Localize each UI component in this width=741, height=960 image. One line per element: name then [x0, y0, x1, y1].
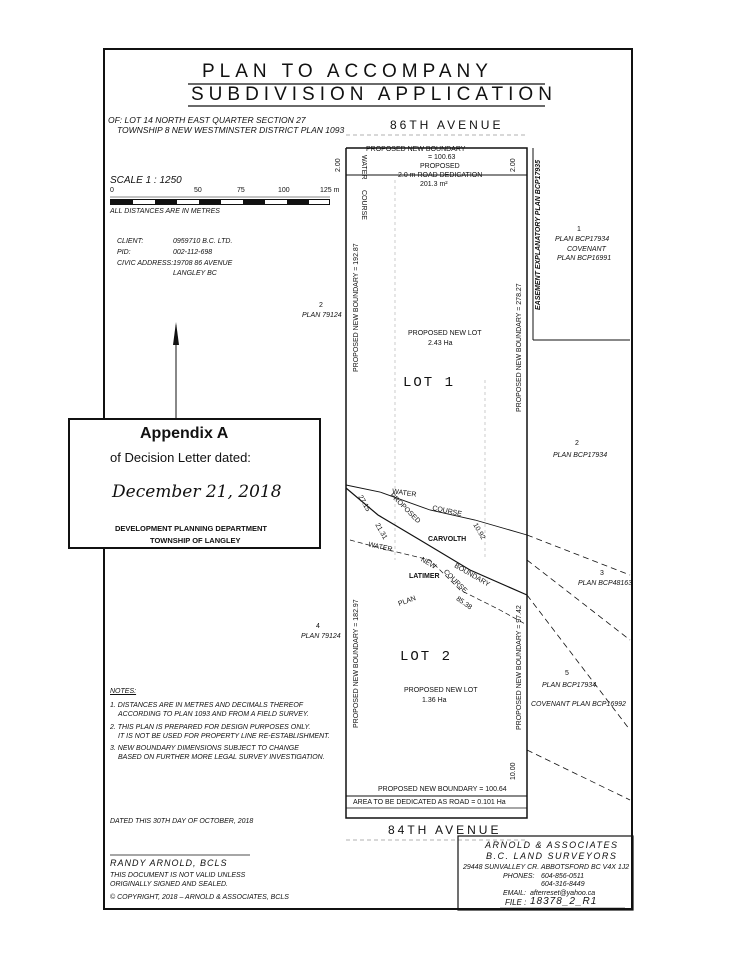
lot-2-label: LOT 2	[400, 649, 453, 665]
legal-line-2: TOWNSHIP 8 NEW WESTMINSTER DISTRICT PLAN…	[117, 125, 345, 135]
scale-tick-125: 125 m	[320, 187, 340, 194]
neighbour-1-plan: PLAN BCP17934	[555, 236, 610, 243]
scale-tick-0: 0	[110, 187, 114, 194]
neighbour-e3-number: 3	[600, 570, 604, 577]
title-line-1: PLAN TO ACCOMPANY	[202, 61, 493, 82]
street-south: 84TH AVENUE	[388, 823, 502, 837]
surveyor-signature-name: RANDY ARNOLD, BCLS	[110, 858, 228, 868]
neighbour-w2-number: 2	[319, 302, 323, 309]
stamp-line: of Decision Letter dated:	[110, 450, 251, 465]
phone-2: 604-316-8449	[541, 881, 585, 888]
client-value: 0959710 B.C. LTD.	[173, 238, 233, 245]
pid-value: 002-112-698	[173, 249, 213, 256]
upper-water-label: WATER	[360, 155, 367, 180]
top-right-dim: 2.00	[510, 158, 517, 172]
bottom-left-dim: 10.00	[510, 762, 517, 780]
lot-1-label: LOT 1	[403, 375, 456, 391]
neighbour-w4-plan: PLAN 79124	[301, 633, 341, 640]
neighbour-w4-number: 4	[316, 623, 320, 630]
neighbour-e5-number: 5	[565, 670, 569, 677]
legal-line-1: OF: LOT 14 NORTH EAST QUARTER SECTION 27	[108, 115, 306, 125]
appendix-stamp: Appendix A of Decision Letter dated: Dec…	[68, 418, 321, 549]
title-line-2: SUBDIVISION APPLICATION	[191, 84, 557, 105]
stamp-township: TOWNSHIP OF LANGLEY	[150, 536, 241, 545]
file-number: 18378_2_R1	[530, 896, 598, 907]
surveyor-firm-name: ARNOLD & ASSOCIATES	[485, 840, 619, 850]
carvolth-label: CARVOLTH	[428, 536, 467, 543]
civic-city: LANGLEY BC	[173, 270, 217, 277]
stamp-department: DEVELOPMENT PLANNING DEPARTMENT	[115, 524, 267, 533]
lot-1-west-boundary: PROPOSED NEW BOUNDARY = 192.87	[353, 243, 360, 372]
stamp-heading: Appendix A	[140, 425, 229, 442]
note-3a: 3. NEW BOUNDARY DIMENSIONS SUBJECT TO CH…	[110, 745, 299, 752]
neighbour-w2-plan: PLAN 79124	[302, 312, 342, 319]
file-label: FILE :	[505, 898, 527, 907]
parcel-outline	[345, 147, 528, 819]
email-label: EMAIL:	[503, 890, 526, 897]
lot-2-west-boundary: PROPOSED NEW BOUNDARY = 182.97	[353, 599, 360, 728]
neighbour-1-number: 1	[577, 226, 581, 233]
scale-tick-100: 100	[278, 187, 290, 194]
street-north: 86TH AVENUE	[390, 118, 504, 132]
note-2a: 2. THIS PLAN IS PREPARED FOR DESIGN PURP…	[110, 724, 311, 731]
scale-tick-50: 50	[194, 187, 202, 194]
lot-2-area: 1.36 Ha	[422, 697, 447, 704]
phone-1: 604-856-0511	[541, 873, 585, 880]
scale-tick-75: 75	[237, 187, 245, 194]
surveyor-firm-subtitle: B.C. LAND SURVEYORS	[486, 851, 618, 861]
neighbour-1-covenant: COVENANT	[567, 246, 606, 253]
lot-1-area: 2.43 Ha	[428, 340, 453, 347]
note-2b: IT IS NOT BE USED FOR PROPERTY LINE RE-E…	[118, 733, 330, 740]
copyright-line: © COPYRIGHT, 2018 – ARNOLD & ASSOCIATES,…	[110, 894, 289, 901]
top-left-dim: 2.00	[335, 158, 342, 172]
note-1b: ACCORDING TO PLAN 1093 AND FROM A FIELD …	[118, 711, 309, 718]
bottom-boundary: PROPOSED NEW BOUNDARY = 100.64	[378, 786, 507, 793]
neighbour-e2-plan: PLAN BCP17934	[553, 452, 608, 459]
neighbour-e3-plan: PLAN BCP48163	[578, 580, 633, 587]
neighbour-1-covenant-plan: PLAN BCP16991	[557, 255, 612, 262]
easement-label: EASEMENT EXPLANATORY PLAN BCP17935	[535, 159, 542, 310]
lot-1-east-boundary: PROPOSED NEW BOUNDARY = 278.27	[516, 283, 523, 412]
stamp-handwritten-date: December 21, 2018	[112, 482, 282, 502]
email-value: afterreset@yahoo.ca	[530, 890, 596, 897]
scale-label: SCALE 1 : 1250	[110, 175, 182, 186]
top-boundary-label: PROPOSED NEW BOUNDARY	[366, 146, 466, 153]
latimer-label: LATIMER	[409, 573, 440, 580]
client-label: CLIENT:	[117, 238, 144, 245]
top-boundary-value: = 100.63	[428, 154, 456, 161]
lot-2-east-boundary: PROPOSED NEW BOUNDARY = 97.42	[516, 605, 523, 730]
note-1a: 1. DISTANCES ARE IN METRES AND DECIMALS …	[110, 702, 304, 709]
note-3b: BASED ON FURTHER MORE LEGAL SURVEY INVES…	[118, 754, 325, 761]
scale-bar	[110, 199, 330, 205]
dated-line: DATED THIS 30TH DAY OF OCTOBER, 2018	[110, 818, 254, 825]
road-dedication-line-2: 2.0 m ROAD DEDICATION	[398, 172, 483, 179]
signature-note-1: THIS DOCUMENT IS NOT VALID UNLESS	[110, 872, 246, 879]
signature-note-2: ORIGINALLY SIGNED AND SEALED.	[110, 881, 229, 888]
neighbour-e2-number: 2	[575, 440, 579, 447]
road-area-to-dedicate: AREA TO BE DEDICATED AS ROAD = 0.101 Ha	[353, 799, 506, 806]
road-dedication-area: 201.3 m²	[420, 181, 448, 188]
pid-label: PID:	[117, 249, 131, 256]
phones-label: PHONES:	[503, 873, 535, 880]
surveyor-address: 29448 SUNVALLEY CR. ABBOTSFORD BC V4X 1J…	[463, 864, 630, 871]
notes-heading: NOTES:	[110, 688, 137, 695]
lot-2-desc: PROPOSED NEW LOT	[404, 687, 478, 694]
civic-label: CIVIC ADDRESS:	[117, 260, 174, 267]
scale-units-note: ALL DISTANCES ARE IN METRES	[110, 208, 220, 215]
lot-1-desc: PROPOSED NEW LOT	[408, 330, 482, 337]
road-dedication-line-1: PROPOSED	[420, 163, 460, 170]
upper-course-label: COURSE	[360, 190, 367, 220]
civic-value: 19708 86 AVENUE	[173, 260, 233, 267]
neighbour-e5-covenant: COVENANT PLAN BCP16992	[531, 701, 626, 708]
neighbour-e5-plan: PLAN BCP17934	[542, 682, 597, 689]
